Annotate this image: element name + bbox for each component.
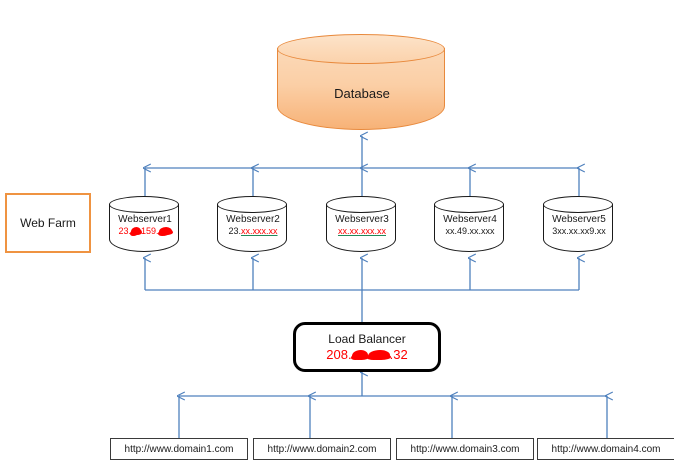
server-name: Webserver4 xyxy=(443,214,497,225)
cylinder-top xyxy=(326,196,396,213)
cylinder-top xyxy=(217,196,287,213)
server-node-webserver5[interactable]: Webserver5 3xx.xx.xx9.xx xyxy=(543,196,615,254)
server-node-webserver2[interactable]: Webserver2 23.xx.xxx.xx xyxy=(217,196,289,254)
ip-prefix: 208. xyxy=(326,346,352,362)
ip-mid: 159. xyxy=(140,225,159,236)
server-name: Webserver3 xyxy=(335,214,389,225)
redaction-blob-icon xyxy=(351,349,368,360)
load-balancer-ip-redacted: 208. .32 xyxy=(326,347,407,363)
cylinder-top xyxy=(543,196,613,213)
web-farm-label: Web Farm xyxy=(20,216,76,230)
database-node[interactable]: Database xyxy=(277,34,447,132)
redaction-blob-icon xyxy=(367,349,390,360)
server-ip: xx.49.xx.xxx xyxy=(445,225,495,236)
server-node-webserver1[interactable]: Webserver1 23. 159. xyxy=(109,196,181,254)
cylinder-top xyxy=(109,196,179,213)
web-farm-legend-box: Web Farm xyxy=(5,193,91,253)
domain-url: http://www.domain4.com xyxy=(551,443,661,455)
server-ip-redacted: 23. 159. xyxy=(109,226,181,236)
server-name: Webserver5 xyxy=(552,214,606,225)
server-text: Webserver5 3xx.xx.xx9.xx xyxy=(543,214,615,236)
ip-masked: xx.xxx.xx xyxy=(241,225,278,236)
redaction-blob-icon xyxy=(158,226,172,235)
ip-masked: xx.xx.xxx.xx xyxy=(337,225,386,236)
server-text: Webserver3 xx.xx.xxx.xx xyxy=(326,214,398,236)
database-label: Database xyxy=(334,86,390,101)
database-cylinder-top xyxy=(277,34,445,64)
cylinder-top xyxy=(434,196,504,213)
ip-prefix: 23. xyxy=(228,225,241,236)
domain-url: http://www.domain2.com xyxy=(267,443,377,455)
domain-box-1[interactable]: http://www.domain1.com xyxy=(110,438,248,460)
domain-url: http://www.domain3.com xyxy=(410,443,520,455)
server-text: Webserver2 23.xx.xxx.xx xyxy=(217,214,289,236)
server-ip-redacted: 23.xx.xxx.xx xyxy=(217,226,289,236)
server-text: Webserver4 xx.49.xx.xxx xyxy=(434,214,506,236)
domain-box-2[interactable]: http://www.domain2.com xyxy=(253,438,391,460)
ip-suffix: .32 xyxy=(389,346,408,362)
server-name: Webserver2 xyxy=(226,214,280,225)
server-name: Webserver1 xyxy=(118,214,172,225)
domain-url: http://www.domain1.com xyxy=(124,443,234,455)
load-balancer-label: Load Balancer xyxy=(328,331,406,346)
domain-box-4[interactable]: http://www.domain4.com xyxy=(537,438,674,460)
server-ip: 3xx.xx.xx9.xx xyxy=(552,225,606,236)
server-node-webserver4[interactable]: Webserver4 xx.49.xx.xxx xyxy=(434,196,506,254)
ip-prefix: 23. xyxy=(118,225,131,236)
server-ip-redacted: xx.xx.xxx.xx xyxy=(326,226,398,236)
load-balancer-node[interactable]: Load Balancer 208. .32 xyxy=(293,322,441,372)
server-node-webserver3[interactable]: Webserver3 xx.xx.xxx.xx xyxy=(326,196,398,254)
server-text: Webserver1 23. 159. xyxy=(109,214,181,236)
redaction-blob-icon xyxy=(130,226,141,235)
domain-box-3[interactable]: http://www.domain3.com xyxy=(396,438,534,460)
